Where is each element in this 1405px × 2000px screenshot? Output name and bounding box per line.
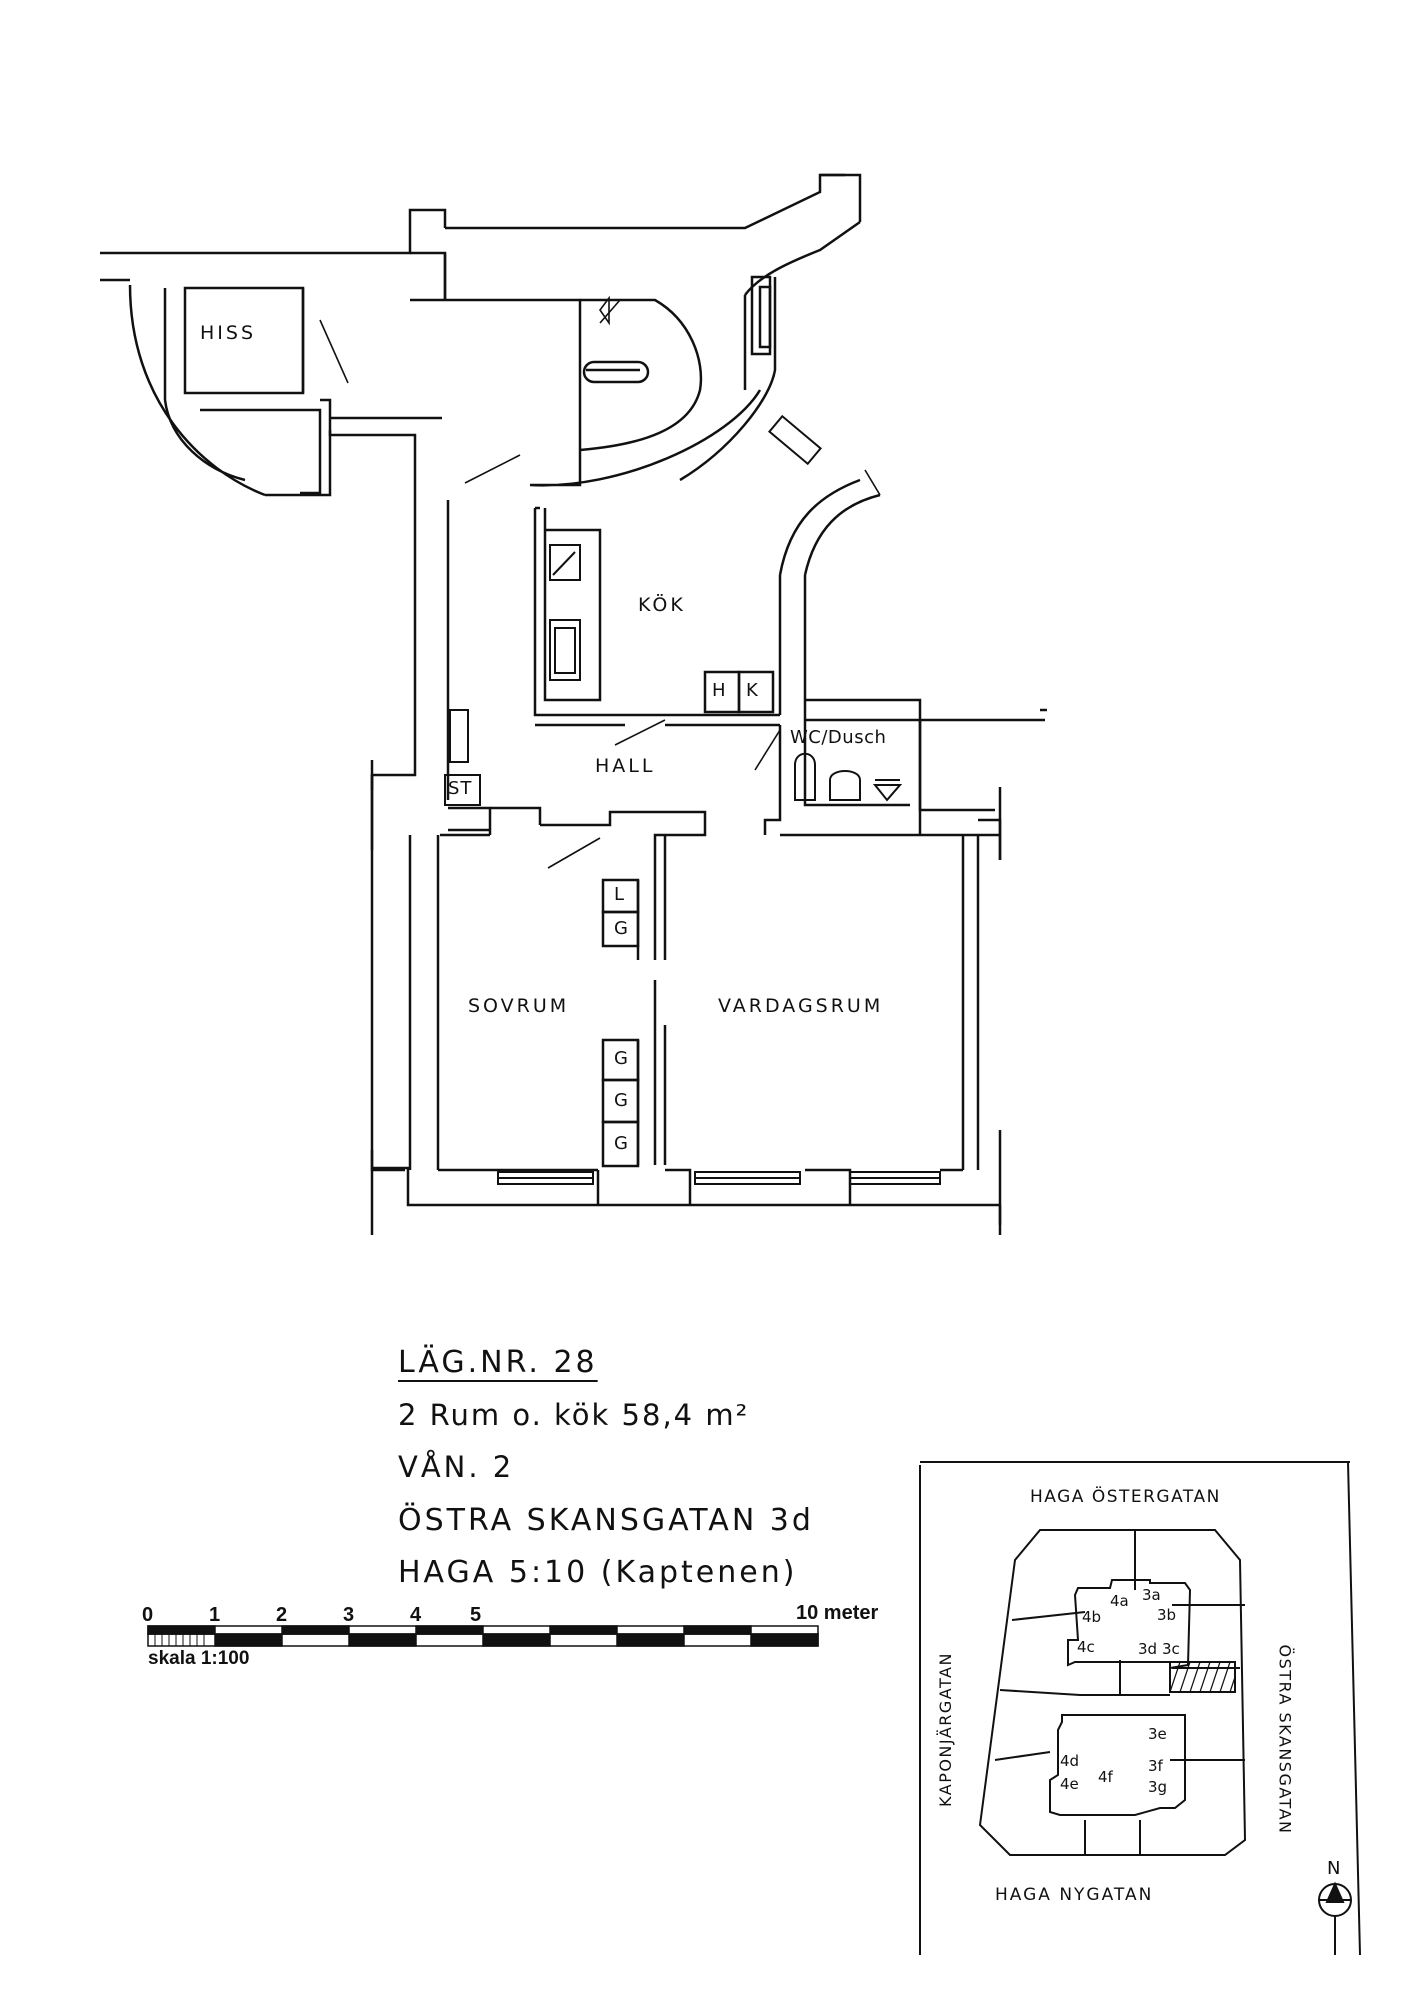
entrance-label: 3g bbox=[1148, 1778, 1168, 1796]
walls bbox=[100, 173, 1047, 1235]
street-label-west: KAPONJÄRGATAN bbox=[935, 1652, 955, 1807]
scale-tick-2: 2 bbox=[276, 1604, 288, 1626]
entrance-label: 3f bbox=[1148, 1757, 1163, 1775]
fixture-label-g: G bbox=[614, 1048, 631, 1069]
scale-tick-1: 1 bbox=[209, 1604, 221, 1626]
street-label-north: HAGA ÖSTERGATAN bbox=[1030, 1487, 1221, 1507]
north-arrow-label: N bbox=[1327, 1858, 1341, 1879]
room-label-hall: HALL bbox=[595, 755, 656, 777]
entrance-label: 3b bbox=[1157, 1606, 1177, 1624]
entrance-label: 4e bbox=[1060, 1775, 1079, 1793]
site-map bbox=[919, 1461, 1361, 1956]
wc-fixtures bbox=[794, 752, 903, 802]
apartment-number: LÄG.NR. 28 bbox=[398, 1345, 598, 1380]
entrance-label: 4d bbox=[1060, 1752, 1080, 1770]
scale-tick-5: 5 bbox=[470, 1604, 482, 1626]
entrance-label: 4b bbox=[1082, 1608, 1102, 1626]
scale-tick-3: 3 bbox=[343, 1604, 355, 1626]
scale-bar bbox=[147, 1625, 819, 1647]
street-label-east: ÖSTRA SKANSGATAN bbox=[1275, 1644, 1295, 1835]
entrance-label: 3a bbox=[1142, 1586, 1161, 1604]
scale-caption: skala 1:100 bbox=[148, 1648, 250, 1669]
room-label-hiss: HISS bbox=[200, 322, 257, 344]
apartment-property: HAGA 5:10 (Kaptenen) bbox=[398, 1555, 798, 1590]
door-swings bbox=[319, 295, 881, 869]
fixture-label-g: G bbox=[614, 1133, 631, 1154]
apartment-size: 2 Rum o. kök 58,4 m² bbox=[398, 1398, 750, 1432]
fixture-label-h: H bbox=[712, 680, 729, 701]
entrance-label: 3c bbox=[1162, 1640, 1180, 1658]
windows bbox=[497, 414, 941, 1185]
room-label-vardagsrum: VARDAGSRUM bbox=[718, 995, 884, 1017]
scale-tick-4: 4 bbox=[410, 1604, 422, 1626]
fixture-label-l: L bbox=[614, 884, 628, 905]
entrance-label: 4c bbox=[1077, 1638, 1095, 1656]
fixture-label-g: G bbox=[614, 1090, 631, 1111]
apartment-floor: VÅN. 2 bbox=[398, 1450, 515, 1484]
entrance-label: 3e bbox=[1148, 1725, 1167, 1743]
room-label-sovrum: SOVRUM bbox=[468, 995, 570, 1017]
entrance-label: 4f bbox=[1098, 1768, 1113, 1786]
room-label-wc: WC/Dusch bbox=[790, 727, 887, 748]
fixture-label-k: K bbox=[746, 680, 761, 701]
scale-end-label: 10 meter bbox=[796, 1602, 879, 1624]
entrance-label: 3d bbox=[1138, 1640, 1158, 1658]
apartment-address: ÖSTRA SKANSGATAN 3d bbox=[398, 1503, 814, 1538]
room-label-kok: KÖK bbox=[638, 594, 686, 616]
fixture-label-g: G bbox=[614, 918, 631, 939]
entrance-label: 4a bbox=[1110, 1592, 1129, 1610]
fixture-label-st: ST bbox=[448, 778, 473, 799]
scale-tick-0: 0 bbox=[142, 1604, 154, 1626]
kitchen-fixtures bbox=[444, 544, 581, 806]
street-label-south: HAGA NYGATAN bbox=[995, 1885, 1154, 1905]
